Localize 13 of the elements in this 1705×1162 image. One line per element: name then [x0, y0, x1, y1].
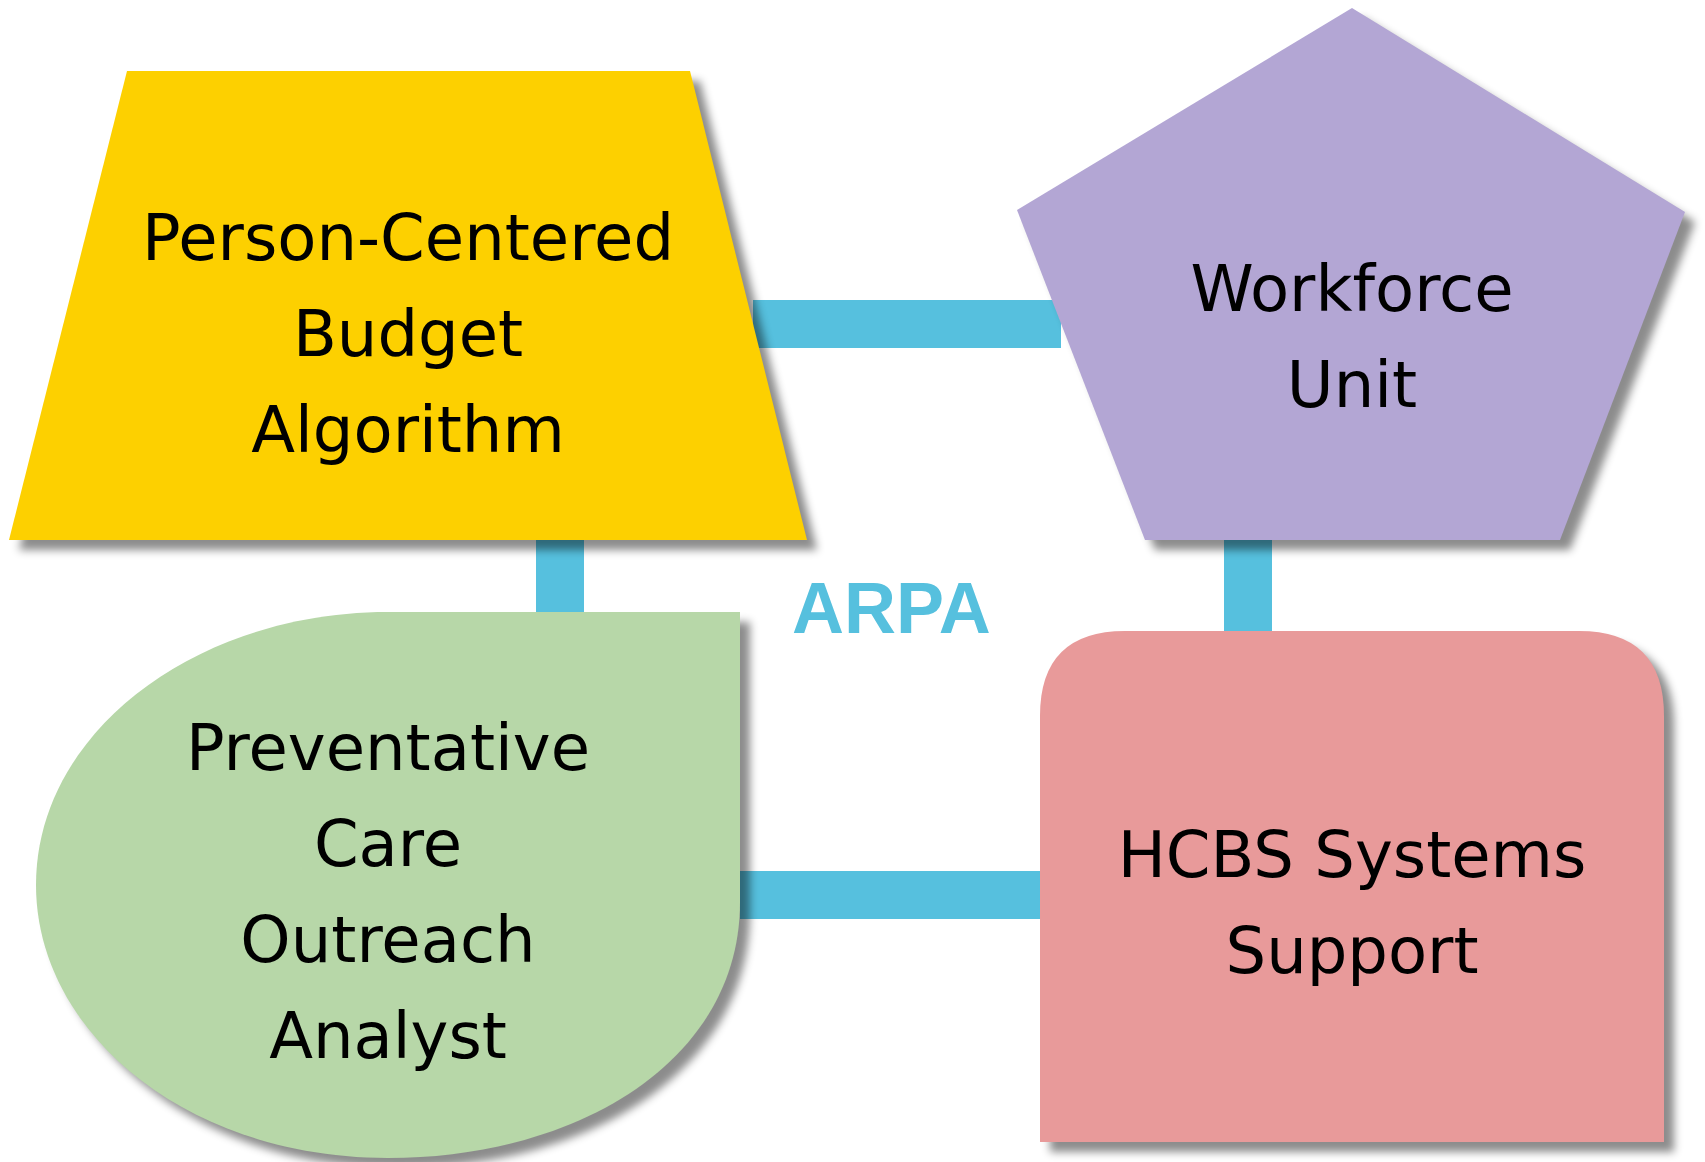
connector-bar [740, 871, 1040, 919]
trapezoid-shape [9, 71, 807, 540]
node-label: HCBS Systems Support [1116, 817, 1588, 990]
center-label: ARPA [792, 572, 991, 644]
rounded-blob-shape [36, 612, 740, 1158]
node-label: Workforce Unit [1189, 251, 1515, 424]
rounded-top-box [1040, 631, 1664, 1142]
connector-bar [753, 300, 1061, 348]
node-label: Preventative Care Outreach Analyst [185, 710, 591, 1075]
node-label: Person-Centered Budget Algorithm [140, 200, 676, 469]
connector-bar [1224, 540, 1272, 631]
connector-bar [536, 540, 584, 612]
pentagon-shape [1017, 8, 1685, 540]
